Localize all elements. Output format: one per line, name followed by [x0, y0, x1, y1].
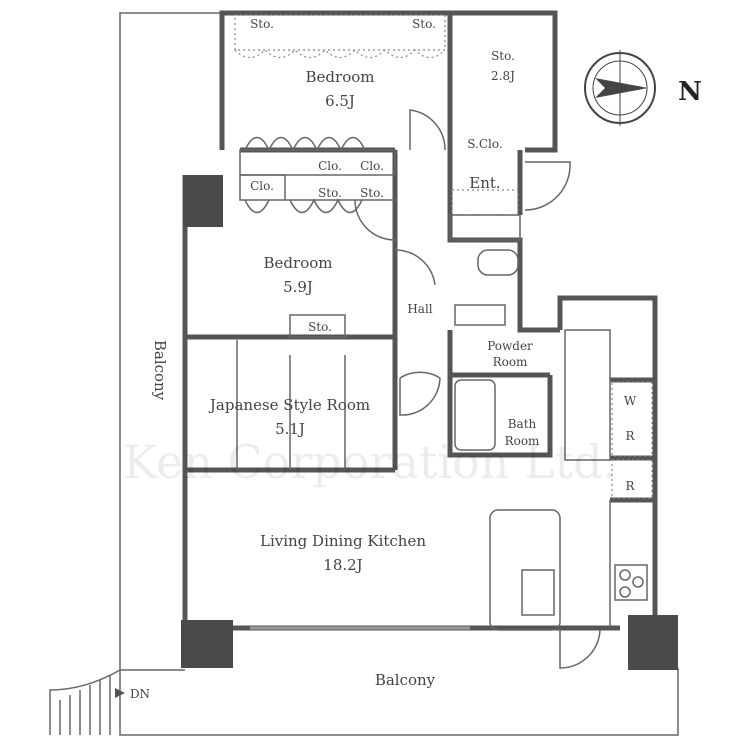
compass-icon: [584, 50, 656, 126]
sto-label: Sto.: [360, 186, 384, 200]
bedroom2-size: 5.9J: [283, 278, 313, 296]
column: [183, 175, 223, 227]
storage-name: Sto.: [491, 49, 515, 63]
hall-label: Hall: [407, 302, 432, 316]
clo-label: Clo.: [250, 179, 274, 193]
clo-label: Clo.: [318, 159, 342, 173]
watermark: Ken Corporation Ltd.: [123, 435, 617, 489]
fridge-label: R: [625, 429, 635, 443]
ldk-name: Living Dining Kitchen: [260, 532, 426, 550]
stairs-down-label: DN: [130, 687, 150, 701]
bath-room-label: Room: [505, 434, 540, 448]
sto-label: Sto.: [318, 186, 342, 200]
powder-room-label: Room: [493, 355, 528, 369]
balcony-bottom-label: Balcony: [375, 671, 436, 689]
bedroom1-name: Bedroom: [306, 68, 375, 86]
column: [628, 615, 678, 670]
bedroom1-size: 6.5J: [325, 92, 355, 110]
bath-room-label: Bath: [508, 417, 537, 431]
stairs-icon: [49, 669, 125, 735]
balcony-left-label: Balcony: [151, 340, 169, 401]
north-label: N: [678, 77, 702, 107]
sto-label: Sto.: [412, 17, 436, 31]
japanese-room-size: 5.1J: [275, 420, 305, 438]
shoe-closet-label: S.Clo.: [467, 137, 502, 151]
powder-room-label: Powder: [487, 339, 533, 353]
balcony-outline: [119, 12, 679, 736]
japanese-room-name: Japanese Style Room: [208, 396, 370, 414]
entrance-label: Ent.: [469, 174, 500, 192]
ldk-size: 18.2J: [323, 556, 362, 574]
washer-label: W: [624, 394, 637, 408]
fridge-label: R: [625, 479, 635, 493]
sto-label: Sto.: [250, 17, 274, 31]
clo-label: Clo.: [360, 159, 384, 173]
fixtures: [234, 14, 653, 669]
bedroom2-name: Bedroom: [264, 254, 333, 272]
storage-size: 2.8J: [491, 69, 515, 83]
column: [181, 620, 233, 668]
sto-label: Sto.: [308, 320, 332, 334]
